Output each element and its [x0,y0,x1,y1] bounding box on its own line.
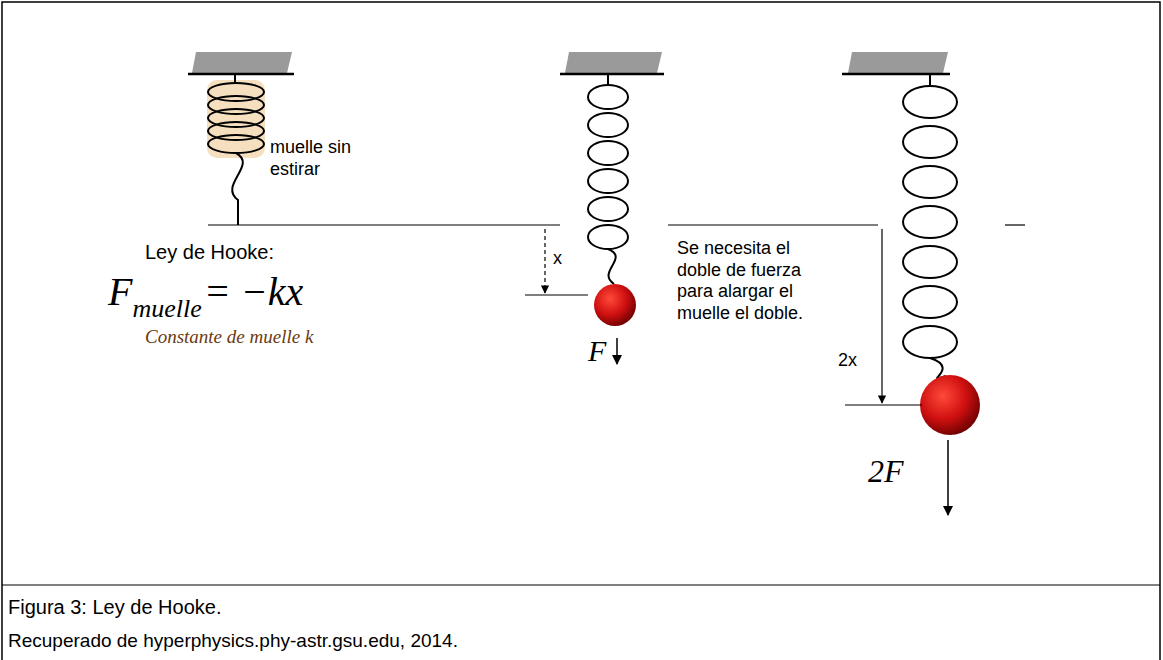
hooke-formula: Fmuelle= −kx [108,268,303,324]
formula-subscript: muelle [132,294,201,323]
double-stretched-spring [903,74,957,379]
explanation-note: Se necesita el doble de fuerza para alar… [677,238,829,324]
unstretched-spring [207,74,265,225]
ceiling-plate [188,52,950,74]
frame-divider [2,585,1160,586]
force-label: 2F [868,452,904,490]
stretched-spring [588,74,628,284]
constant-note: Constante de muelle k [145,326,313,349]
figure-caption: Figura 3: Ley de Hooke. [8,595,221,619]
mass-ball [594,284,636,326]
spring-note: muelle sin estirar [270,137,382,180]
source-note: Recuperado de hyperphysics.phy-astr.gsu.… [8,630,458,653]
dimension-label: x [553,248,562,270]
dimension-2x [845,229,922,405]
formula-expression: = −kx [204,269,304,314]
formula-symbol: F [108,269,132,314]
dimension-x [525,229,588,295]
dimension-label: 2x [838,350,857,372]
force-arrow [947,440,949,515]
force-label: F [588,333,606,369]
law-heading: Ley de Hooke: [145,240,274,264]
mass-ball [920,375,980,435]
force-arrow [616,338,618,364]
